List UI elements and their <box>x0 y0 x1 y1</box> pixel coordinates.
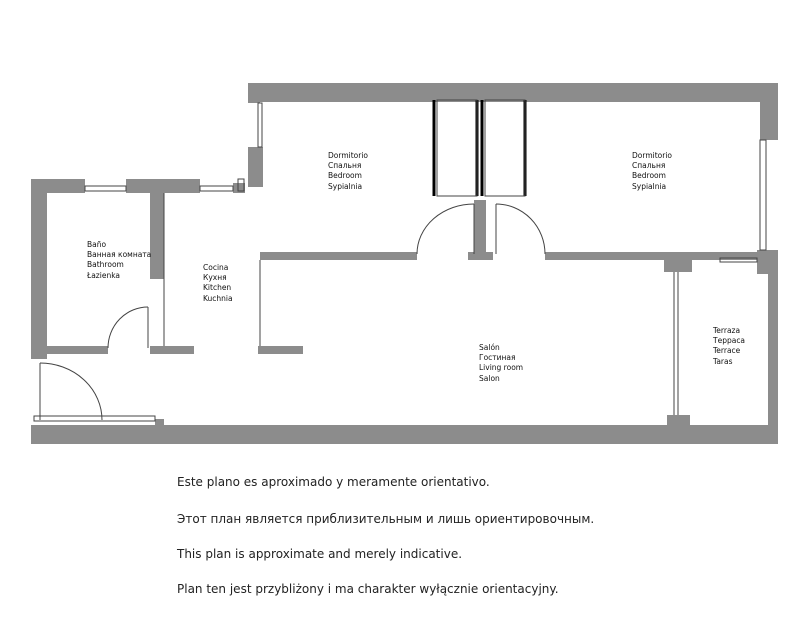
bathroom-left-wall <box>31 179 47 359</box>
kitchen-label-en: Kitchen <box>203 283 232 293</box>
bedroom-left-wall-upper <box>248 83 260 103</box>
bedroom-2-label-es: Dormitorio <box>632 151 672 160</box>
bedroom-2-label: Dormitorio Спальня Bedroom Sypialnia <box>632 151 672 192</box>
bedroom-left-wall-lower <box>248 147 263 187</box>
bathroom-label-ru: Ванная комната <box>87 250 152 260</box>
closets <box>432 100 527 196</box>
kitchen-bottom-wall-left <box>164 346 194 354</box>
bedroom-right-wall-upper <box>760 83 778 140</box>
doors <box>39 203 546 421</box>
kitchen-bottom-wall-right <box>258 346 303 354</box>
bottom-wall-left <box>31 425 47 444</box>
bathroom-label-es: Baño <box>87 240 107 249</box>
bedroom-partition <box>474 200 486 260</box>
living-room-label-es: Salón <box>479 343 500 352</box>
kitchen-label-ru: Кухня <box>203 273 227 283</box>
bedroom-bottom-wall-right <box>545 252 757 260</box>
disclaimer-en: This plan is approximate and merely indi… <box>177 547 463 561</box>
bedroom-1-label-en: Bedroom <box>328 171 362 181</box>
living-room-label-en: Living room <box>479 363 524 373</box>
kitchen-label-pl: Kuchnia <box>203 293 233 303</box>
disclaimer-pl: Plan ten jest przybliżony i ma charakter… <box>177 582 559 596</box>
interior-lines <box>163 193 679 415</box>
bottom-wall-stub <box>155 419 164 427</box>
terrace-label-ru: Терраса <box>713 336 746 346</box>
bedroom-bottom-wall-center <box>468 252 493 260</box>
kitchen-label: Cocina Кухня Kitchen Kuchnia <box>203 263 233 304</box>
bathroom-top-wall-right <box>126 179 200 193</box>
bathroom-kitchen-partition <box>150 193 164 279</box>
bedroom-1-label: Dormitorio Спальня Bedroom Sypialnia <box>328 151 368 192</box>
bedroom-bottom-wall-left <box>260 252 417 260</box>
top-wall <box>248 83 778 102</box>
floor-plan <box>31 83 778 444</box>
bathroom-label-pl: Łazienka <box>87 270 121 280</box>
bottom-wall-main <box>47 425 778 444</box>
bedroom-1-label-es: Dormitorio <box>328 151 368 160</box>
bathroom-label-en: Bathroom <box>87 260 124 270</box>
bathroom-bottom-wall-mid <box>150 346 164 354</box>
living-room-label-ru: Гостиная <box>479 353 516 363</box>
bedroom-2-label-en: Bedroom <box>632 171 666 181</box>
terrace-pillar-bottom <box>667 415 690 427</box>
walls <box>31 83 778 444</box>
bathroom-label: Baño Ванная комната Bathroom Łazienka <box>87 240 151 281</box>
windows <box>33 102 767 422</box>
bedroom-2-label-ru: Спальня <box>632 161 666 171</box>
terrace-label-en: Terrace <box>713 346 741 356</box>
terrace-pillar <box>664 252 692 272</box>
living-room-label: Salón Гостиная Living room Salon <box>479 343 523 384</box>
kitchen-label-es: Cocina <box>203 263 229 272</box>
closet-outline <box>436 99 526 197</box>
bedroom-1-label-pl: Sypialnia <box>328 181 363 191</box>
disclaimer-ru: Этот план является приблизительным и лиш… <box>177 512 595 526</box>
bedroom-1-label-ru: Спальня <box>328 161 362 171</box>
terrace-label: Terraza Терраса Terrace Taras <box>713 326 745 367</box>
bedroom-2-label-pl: Sypialnia <box>632 181 667 191</box>
living-room-label-pl: Salon <box>479 373 500 383</box>
disclaimer-es: Este plano es aproximado y meramente ori… <box>177 475 490 489</box>
terrace-label-pl: Taras <box>713 356 733 366</box>
bathroom-bottom-wall-left <box>31 346 108 354</box>
terrace-label-es: Terraza <box>713 326 741 335</box>
kitchen-top-wall-right <box>233 183 245 193</box>
terrace-right-wall <box>768 256 778 428</box>
